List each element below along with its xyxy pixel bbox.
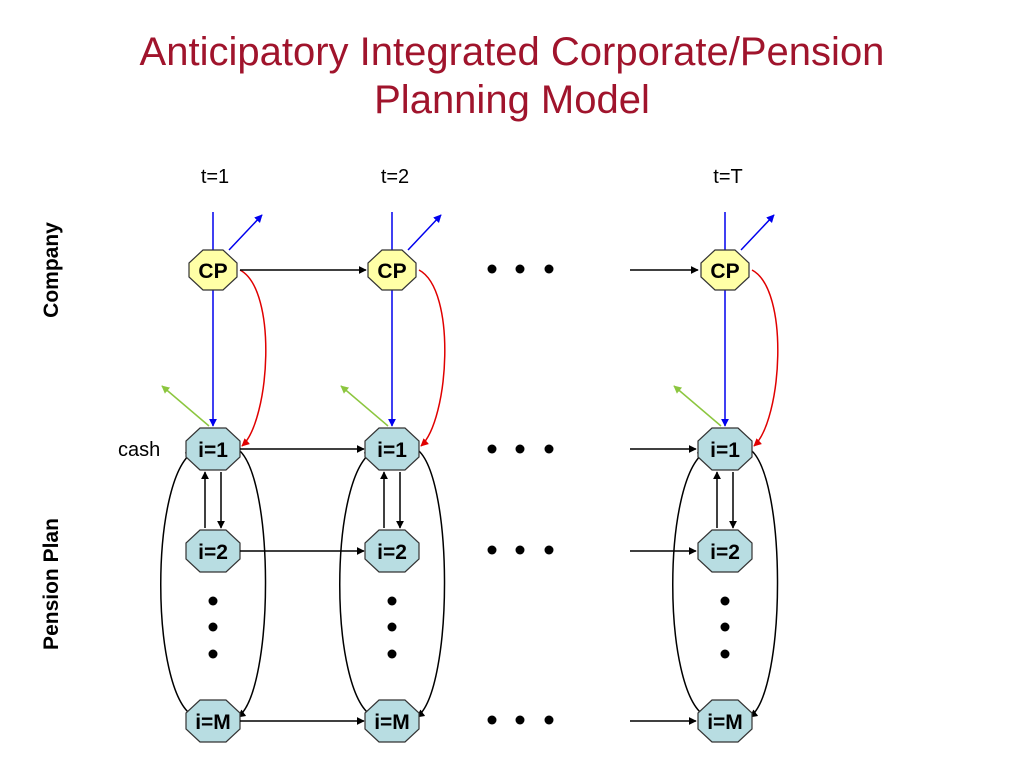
- horizontal-ellipsis-i2: [487, 545, 554, 555]
- ellipsis-dot: [387, 596, 397, 606]
- asset-node-label: i=1: [377, 439, 407, 462]
- blue-outflow-arrow: [740, 214, 775, 251]
- red-curve-arrow: [418, 269, 446, 447]
- asset-node-i1-t1: i=1: [185, 427, 241, 471]
- green-arrow: [673, 385, 722, 427]
- title-line-2: Planning Model: [374, 78, 650, 122]
- horizontal-ellipsis-cp: [487, 264, 554, 274]
- horizontal-ellipsis-i1: [487, 444, 554, 454]
- column-label-t1: t=1: [201, 166, 229, 188]
- ellipsis-dot: [387, 649, 397, 659]
- title-line-1: Anticipatory Integrated Corporate/Pensio…: [139, 30, 885, 74]
- loop-iM-to-i1: [339, 451, 373, 717]
- asset-node-label: i=M: [707, 711, 743, 734]
- blue-outflow-arrow: [228, 214, 263, 251]
- asset-node-i2-t2: i=2: [364, 529, 420, 573]
- loop-iM-to-i1: [672, 451, 706, 717]
- column-t1: CP i=1 i=2 i=M: [160, 212, 267, 743]
- asset-node-label: i=1: [710, 439, 740, 462]
- row-label-company: Company: [40, 222, 63, 318]
- ellipsis-dot: [208, 596, 218, 606]
- cp-node-label: CP: [198, 260, 227, 283]
- loop-iM-to-i1: [160, 451, 194, 717]
- ellipsis-dot: [720, 596, 730, 606]
- asset-node-label: i=2: [710, 541, 740, 564]
- green-arrow: [161, 385, 210, 427]
- asset-node-iM-t1: i=M: [185, 699, 241, 743]
- column-label-tT: t=T: [713, 166, 742, 188]
- loop-i1-to-iM: [747, 447, 779, 718]
- asset-node-label: i=2: [377, 541, 407, 564]
- loop-i1-to-iM: [414, 447, 446, 718]
- red-curve-arrow: [239, 269, 267, 447]
- asset-node-label: i=2: [198, 541, 228, 564]
- asset-node-i1-tT: i=1: [697, 427, 753, 471]
- cp-node-tT: CP: [700, 249, 750, 291]
- cp-node-t1: CP: [188, 249, 238, 291]
- asset-node-iM-t2: i=M: [364, 699, 420, 743]
- ellipsis-dot: [387, 622, 397, 632]
- asset-node-label: i=M: [195, 711, 231, 734]
- asset-node-i2-t1: i=2: [185, 529, 241, 573]
- red-curve-arrow: [751, 269, 779, 447]
- ellipsis-dot: [208, 649, 218, 659]
- slide-title: Anticipatory Integrated Corporate/Pensio…: [0, 28, 1024, 124]
- blue-outflow-arrow: [407, 214, 442, 251]
- loop-i1-to-iM: [235, 447, 267, 718]
- cash-label: cash: [118, 439, 160, 461]
- column-label-t2: t=2: [381, 166, 409, 188]
- ellipsis-dot: [720, 622, 730, 632]
- horizontal-ellipsis-iM: [487, 715, 554, 725]
- ellipsis-dot: [720, 649, 730, 659]
- asset-node-i2-tT: i=2: [697, 529, 753, 573]
- cp-node-label: CP: [710, 260, 739, 283]
- green-arrow: [340, 385, 389, 427]
- asset-node-label: i=M: [374, 711, 410, 734]
- row-label-pension-plan: Pension Plan: [40, 518, 63, 650]
- cp-node-label: CP: [377, 260, 406, 283]
- column-tT: CP i=1 i=2 i=M: [672, 212, 779, 743]
- asset-node-iM-tT: i=M: [697, 699, 753, 743]
- asset-node-label: i=1: [198, 439, 228, 462]
- cp-node-t2: CP: [367, 249, 417, 291]
- asset-node-i1-t2: i=1: [364, 427, 420, 471]
- column-t2: CP i=1 i=2 i=M: [339, 212, 446, 743]
- ellipsis-dot: [208, 622, 218, 632]
